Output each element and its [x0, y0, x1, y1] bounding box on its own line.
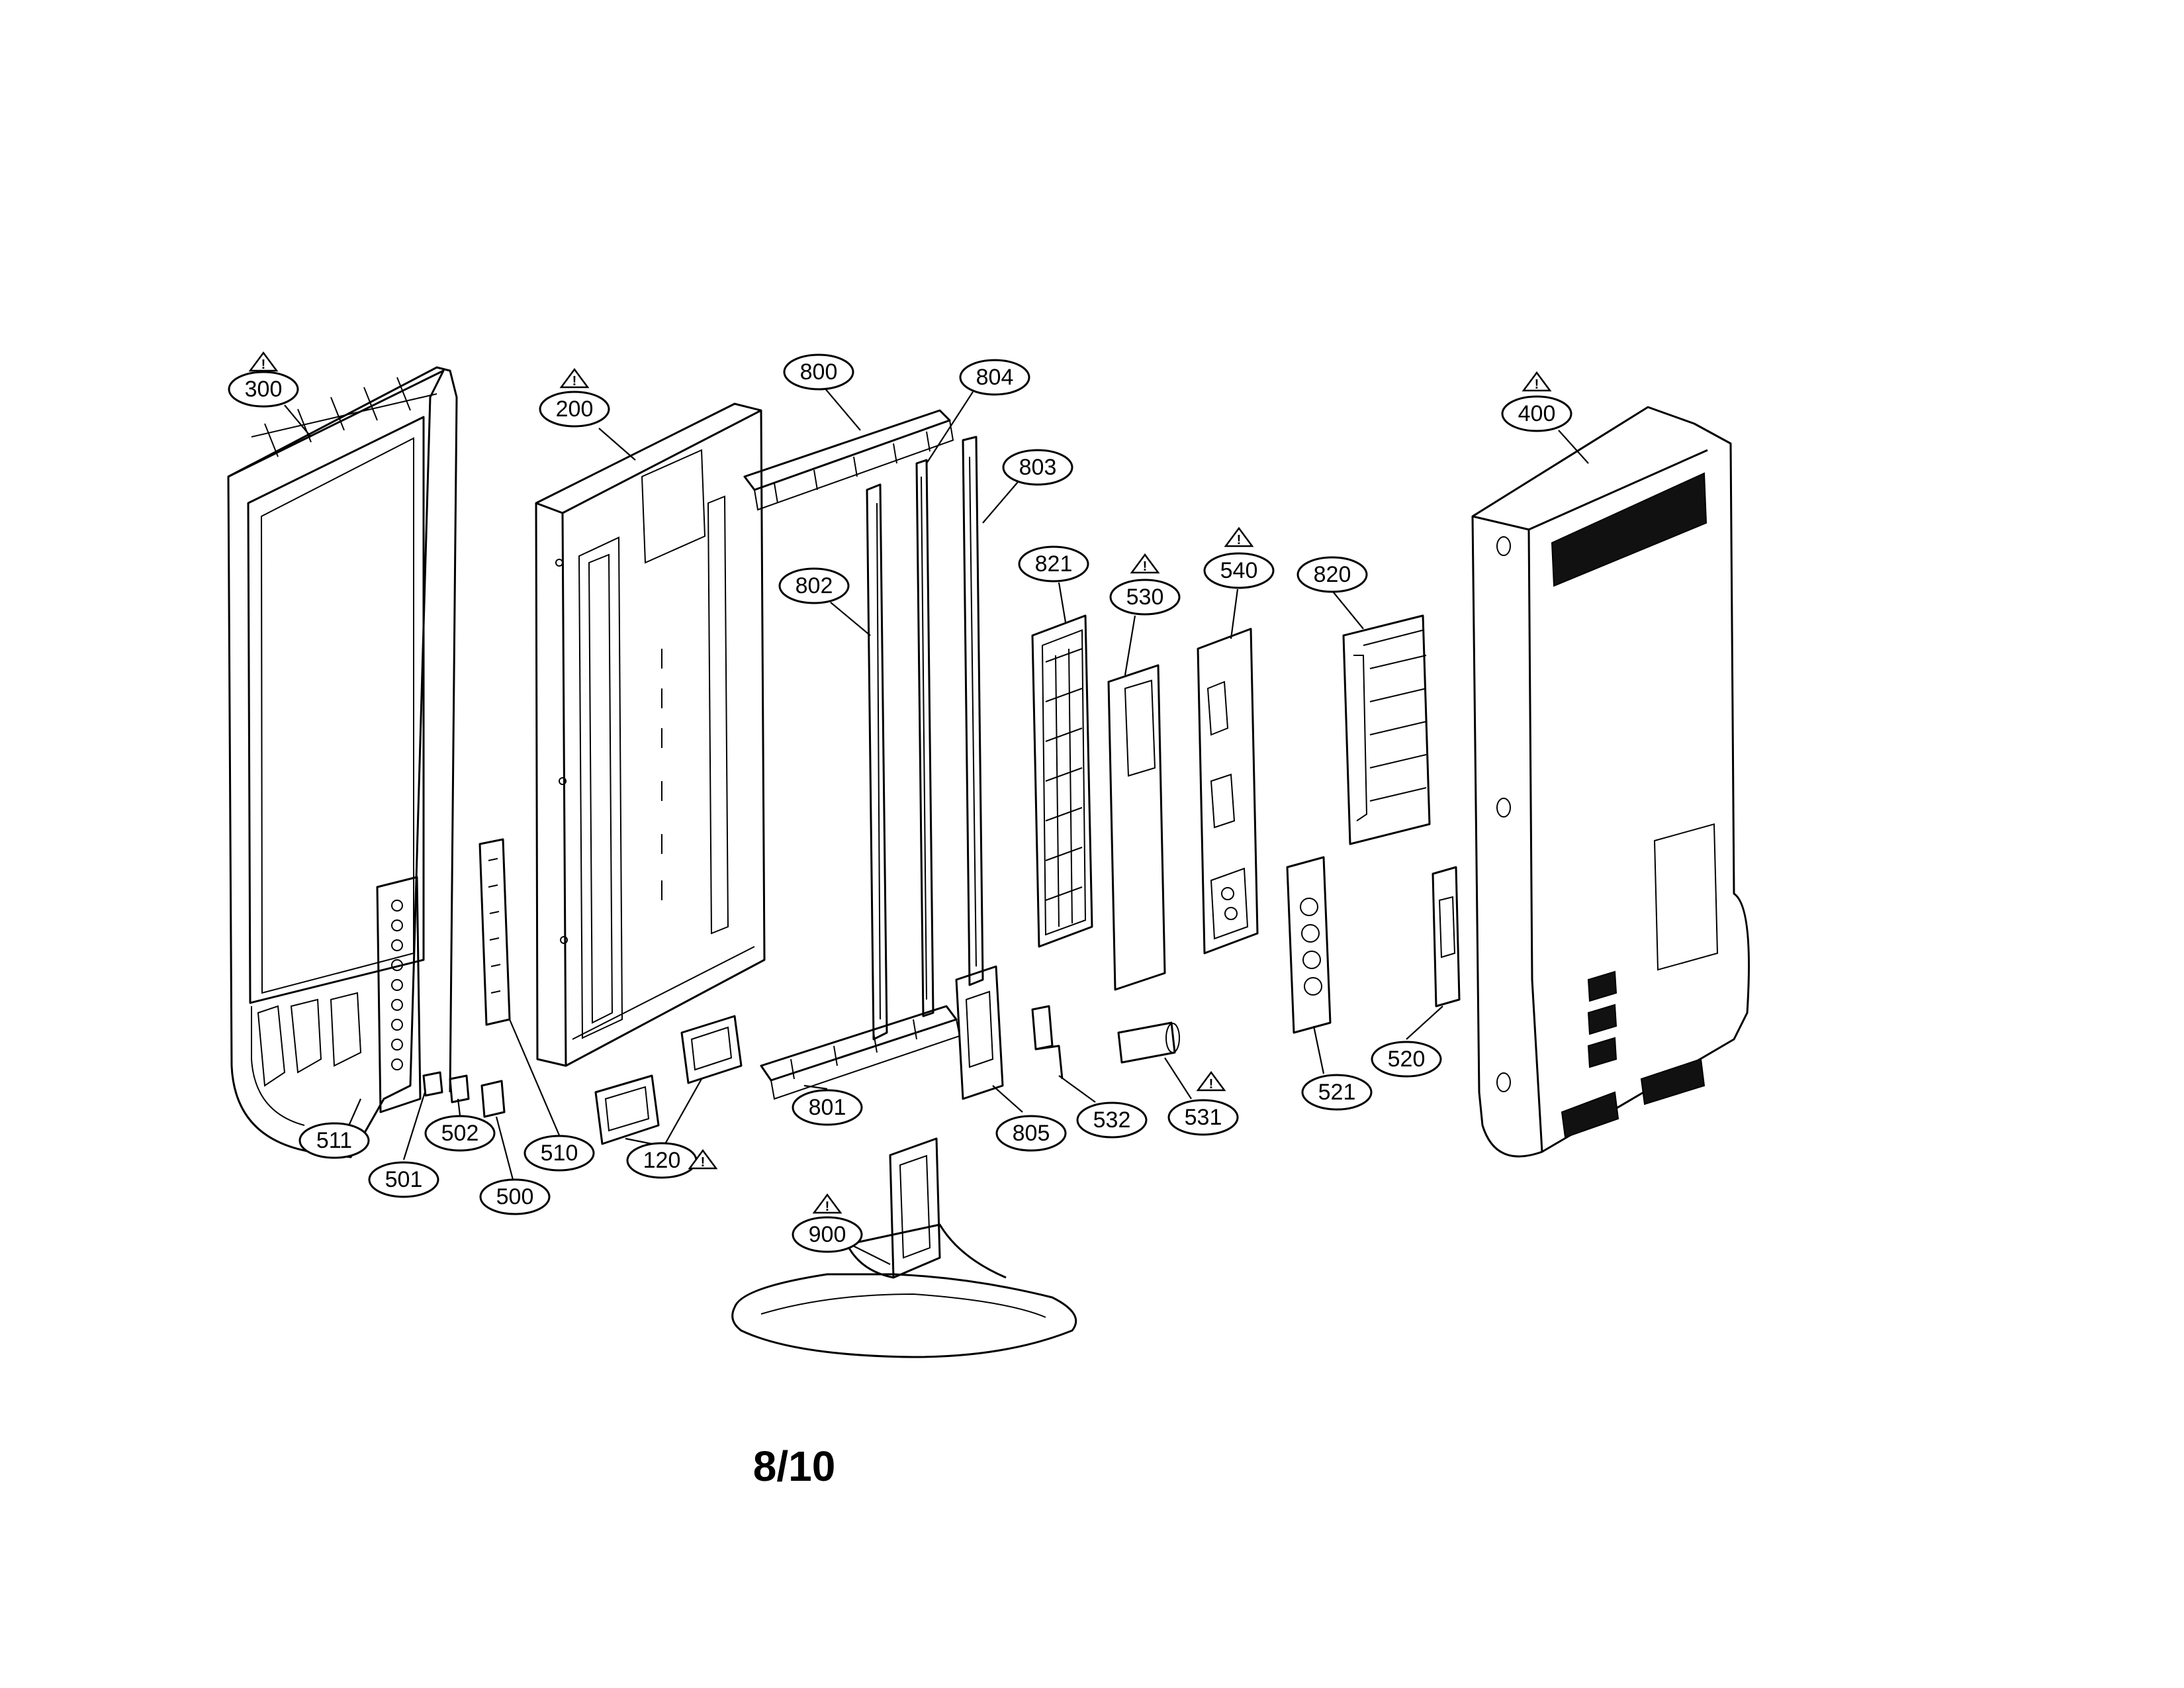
callout-label: 300 — [245, 377, 283, 402]
callout-501: 501 — [368, 1161, 439, 1198]
warning-triangle-icon — [1196, 1070, 1226, 1092]
callout-label: 532 — [1093, 1107, 1131, 1133]
callout-label: 120 — [643, 1148, 681, 1173]
callout-label: 804 — [976, 365, 1014, 390]
part-502-component — [449, 1074, 470, 1103]
part-540-main-board — [1197, 628, 1259, 955]
callout-label: 540 — [1220, 558, 1258, 583]
part-803-side-frame — [962, 436, 984, 986]
callout-800: 800 — [783, 353, 854, 391]
callout-300: ! 300 — [228, 351, 299, 408]
callout-label: 801 — [809, 1095, 846, 1120]
part-800-top-bracket — [743, 409, 954, 511]
warning-triangle-icon — [688, 1149, 718, 1170]
callout-530: ! 530 — [1109, 553, 1181, 616]
callout-531: ! 531 — [1167, 1070, 1239, 1136]
warning-triangle-icon — [1224, 526, 1254, 547]
callout-821: 821 — [1018, 545, 1089, 583]
callout-label: 400 — [1518, 401, 1556, 426]
callout-502: 502 — [424, 1115, 496, 1152]
callout-540: ! 540 — [1203, 526, 1275, 589]
svg-text:!: ! — [261, 357, 266, 372]
callout-label: 510 — [541, 1141, 578, 1166]
callout-label: 530 — [1126, 585, 1164, 610]
callout-label: 531 — [1185, 1105, 1222, 1130]
callout-label: 502 — [441, 1121, 479, 1146]
callout-805: 805 — [995, 1115, 1067, 1152]
callout-511: 511 — [298, 1122, 370, 1159]
part-500-component — [480, 1080, 506, 1118]
part-200-lcd-module — [535, 402, 766, 1067]
callout-label: 501 — [385, 1167, 423, 1192]
callout-120: 120 ! — [626, 1142, 718, 1179]
callout-900: ! 900 — [792, 1193, 863, 1253]
part-532-bracket — [1031, 1005, 1064, 1080]
leader-lines — [284, 387, 1589, 1265]
callout-label: 200 — [556, 397, 594, 422]
callout-400: ! 400 — [1501, 371, 1572, 432]
svg-text:!: ! — [1535, 377, 1539, 392]
callout-801: 801 — [792, 1089, 863, 1126]
part-531-component — [1117, 1021, 1180, 1064]
callout-500: 500 — [479, 1178, 551, 1215]
warning-triangle-icon — [559, 367, 590, 389]
part-805-hinge — [955, 965, 1004, 1100]
part-400-back-cover — [1471, 406, 1750, 1158]
part-521-side-av-panel — [1286, 856, 1332, 1034]
warning-triangle-icon — [1130, 553, 1160, 574]
part-801-bottom-bracket — [760, 1005, 961, 1100]
part-820-shield — [1342, 614, 1431, 845]
part-300-front-bezel — [227, 366, 458, 1158]
callout-label: 500 — [496, 1184, 534, 1209]
part-520-bracket — [1432, 866, 1461, 1008]
callout-820: 820 — [1297, 556, 1368, 593]
svg-text:!: ! — [701, 1155, 705, 1170]
callout-803: 803 — [1002, 449, 1073, 486]
warning-triangle-icon — [1522, 371, 1552, 392]
svg-text:!: ! — [1209, 1077, 1214, 1092]
callout-label: 900 — [809, 1222, 846, 1247]
callout-label: 511 — [316, 1128, 352, 1153]
svg-text:!: ! — [825, 1199, 830, 1214]
svg-text:!: ! — [1237, 533, 1242, 547]
callout-802: 802 — [778, 567, 850, 604]
callout-510: 510 — [523, 1135, 595, 1172]
warning-triangle-icon — [812, 1193, 842, 1214]
part-530-power-board — [1107, 664, 1166, 991]
part-120-speakers — [594, 1015, 743, 1145]
callout-200: ! 200 — [539, 367, 610, 428]
part-804-side-frame — [915, 459, 934, 1017]
callout-label: 820 — [1314, 562, 1351, 587]
warning-triangle-icon — [248, 351, 279, 372]
callout-520: 520 — [1371, 1041, 1442, 1078]
callout-804: 804 — [959, 359, 1030, 396]
part-501-component — [422, 1071, 443, 1097]
callout-label: 802 — [796, 573, 833, 598]
svg-text:!: ! — [1143, 559, 1148, 574]
callout-label: 521 — [1318, 1080, 1356, 1105]
page-number: 8/10 — [752, 1442, 836, 1490]
callout-label: 520 — [1388, 1047, 1426, 1072]
part-510-control-board — [478, 838, 511, 1026]
callout-label: 800 — [800, 359, 838, 385]
callout-532: 532 — [1076, 1102, 1148, 1139]
part-821-pcb-shield — [1031, 614, 1093, 948]
callout-label: 821 — [1035, 551, 1073, 577]
part-900-stand — [731, 1137, 1077, 1358]
callout-label: 805 — [1013, 1121, 1050, 1146]
callout-label: 803 — [1019, 455, 1057, 480]
callout-521: 521 — [1301, 1074, 1373, 1111]
svg-text:!: ! — [572, 374, 577, 389]
part-802-side-frame — [866, 483, 888, 1041]
